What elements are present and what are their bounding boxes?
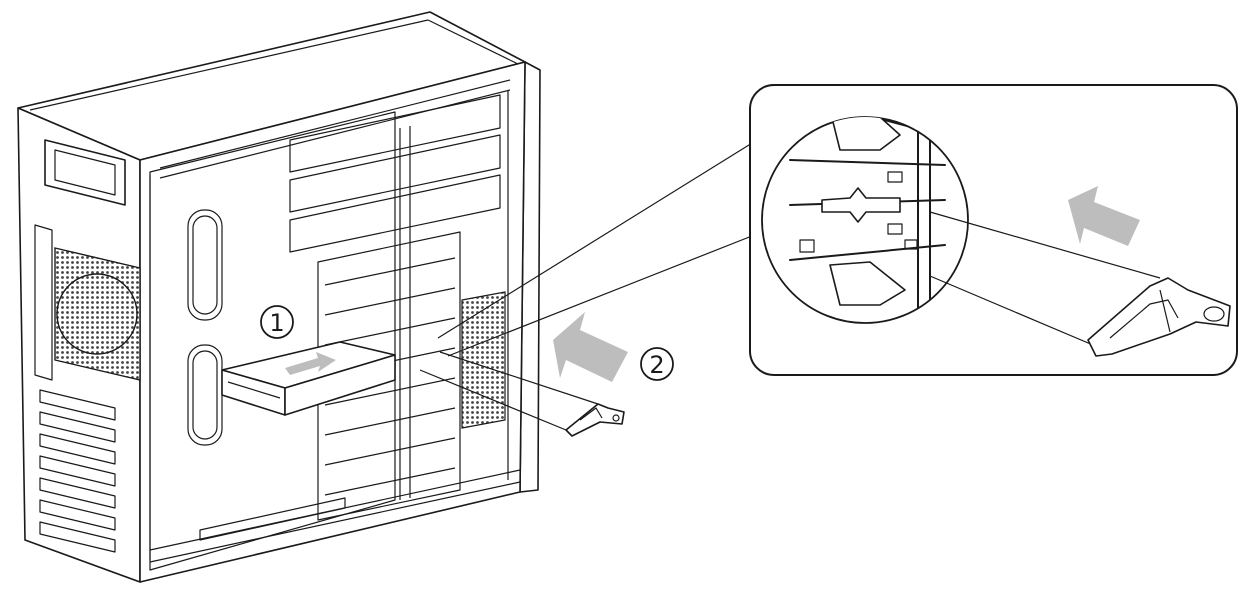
insert-arrow-icon (285, 352, 336, 375)
step-2-marker: 2 (640, 347, 674, 381)
enlarged-rail-clip (1087, 277, 1231, 357)
drive-rail-clip (565, 403, 625, 437)
zoom-lines (437, 139, 763, 357)
callout-push-arrow-icon (1068, 186, 1140, 246)
push-arrow-icon (553, 312, 628, 382)
step-1-number: 1 (269, 309, 284, 337)
step-1-marker: 1 (260, 305, 294, 339)
step-2-number: 2 (649, 351, 664, 379)
pc-case (17, 11, 541, 583)
guide-lines (419, 351, 599, 431)
zoom-callout (749, 84, 1238, 376)
